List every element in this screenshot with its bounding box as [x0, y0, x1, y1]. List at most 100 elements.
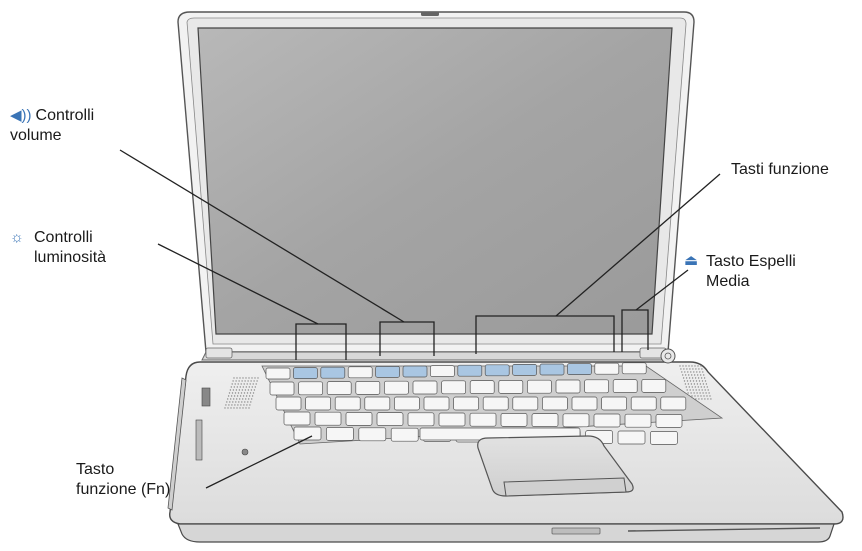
grille-hole	[706, 395, 707, 396]
grille-hole	[683, 368, 684, 369]
grille-hole	[235, 392, 236, 393]
fn-key-callout-line1: Tasto	[76, 461, 114, 478]
grille-hole	[687, 389, 688, 390]
grille-hole	[708, 392, 709, 393]
keyboard-key	[631, 397, 656, 410]
grille-hole	[254, 377, 255, 378]
grille-hole	[697, 395, 698, 396]
grille-hole	[233, 389, 234, 390]
grille-hole	[230, 389, 231, 390]
grille-hole	[694, 374, 695, 375]
grille-hole	[700, 374, 701, 375]
keyboard-key	[384, 381, 408, 394]
grille-hole	[685, 374, 686, 375]
grille-hole	[691, 365, 692, 366]
grille-hole	[696, 380, 697, 381]
eject-icon: ⏏	[684, 251, 698, 271]
keyboard-key	[513, 397, 538, 410]
grille-hole	[236, 377, 237, 378]
grille-hole	[698, 386, 699, 387]
grille-hole	[691, 395, 692, 396]
grille-hole	[236, 398, 237, 399]
grille-hole	[708, 389, 709, 390]
grille-hole	[250, 392, 251, 393]
grille-hole	[690, 371, 691, 372]
grille-hole	[703, 395, 704, 396]
keyboard-key	[439, 413, 465, 426]
keyboard-key	[356, 381, 380, 394]
grille-hole	[231, 386, 232, 387]
grille-hole	[253, 383, 254, 384]
grille-hole	[710, 398, 711, 399]
grille-hole	[235, 383, 236, 384]
grille-hole	[703, 383, 704, 384]
keyboard-key	[625, 414, 651, 427]
grille-hole	[239, 398, 240, 399]
keyboard-key	[656, 414, 682, 427]
function-keys-callout-line1: Tasti funzione	[731, 161, 829, 178]
grille-hole	[241, 380, 242, 381]
grille-hole	[701, 386, 702, 387]
grille-hole	[707, 386, 708, 387]
fn-key-callout-line2: funzione (Fn)	[76, 481, 170, 498]
grille-hole	[695, 386, 696, 387]
keyboard-key	[563, 414, 589, 427]
grille-hole	[237, 395, 238, 396]
keyboard-key	[527, 380, 551, 393]
grille-hole	[244, 392, 245, 393]
grille-hole	[694, 365, 695, 366]
grille-hole	[229, 401, 230, 402]
keyboard-key	[470, 381, 494, 394]
highlighted-key	[458, 365, 482, 376]
grille-hole	[249, 386, 250, 387]
brightness-sun-icon: ☼	[10, 228, 24, 248]
grille-hole	[228, 395, 229, 396]
keyboard-key	[266, 368, 290, 379]
grille-hole	[686, 386, 687, 387]
grille-hole	[250, 401, 251, 402]
keyboard-key	[327, 382, 351, 395]
grille-hole	[702, 371, 703, 372]
keyboard-key	[642, 379, 666, 392]
grille-hole	[705, 389, 706, 390]
media-eject-callout-line2: Media	[706, 273, 750, 290]
grille-hole	[692, 368, 693, 369]
keyboard-key	[413, 381, 437, 394]
grille-hole	[697, 383, 698, 384]
grille-hole	[246, 404, 247, 405]
volume-callout: ◀))Controlli volume	[10, 106, 94, 146]
grille-hole	[229, 392, 230, 393]
grille-hole	[231, 404, 232, 405]
keyboard-key	[499, 380, 523, 393]
grille-hole	[696, 389, 697, 390]
grille-hole	[242, 377, 243, 378]
grille-hole	[245, 407, 246, 408]
grille-hole	[696, 371, 697, 372]
keyboard-key	[408, 413, 434, 426]
grille-hole	[242, 389, 243, 390]
grille-hole	[679, 365, 680, 366]
grille-hole	[705, 392, 706, 393]
grille-hole	[235, 401, 236, 402]
grille-hole	[244, 383, 245, 384]
grille-hole	[232, 380, 233, 381]
grille-hole	[239, 377, 240, 378]
grille-hole	[690, 389, 691, 390]
brightness-callout-line1: Controlli	[34, 229, 93, 246]
highlighted-key	[376, 366, 400, 377]
grille-hole	[237, 404, 238, 405]
highlighted-key	[321, 367, 345, 378]
grille-hole	[705, 380, 706, 381]
grille-hole	[698, 368, 699, 369]
media-eject-callout: ⏏Tasto Espelli Media	[706, 252, 796, 292]
keyboard-key	[613, 380, 637, 393]
grille-hole	[699, 380, 700, 381]
grille-hole	[688, 383, 689, 384]
grille-hole	[680, 368, 681, 369]
grille-hole	[233, 398, 234, 399]
grille-hole	[230, 398, 231, 399]
volume-callout-line2: volume	[10, 127, 62, 144]
grille-hole	[686, 368, 687, 369]
grille-hole	[253, 392, 254, 393]
grille-hole	[230, 407, 231, 408]
